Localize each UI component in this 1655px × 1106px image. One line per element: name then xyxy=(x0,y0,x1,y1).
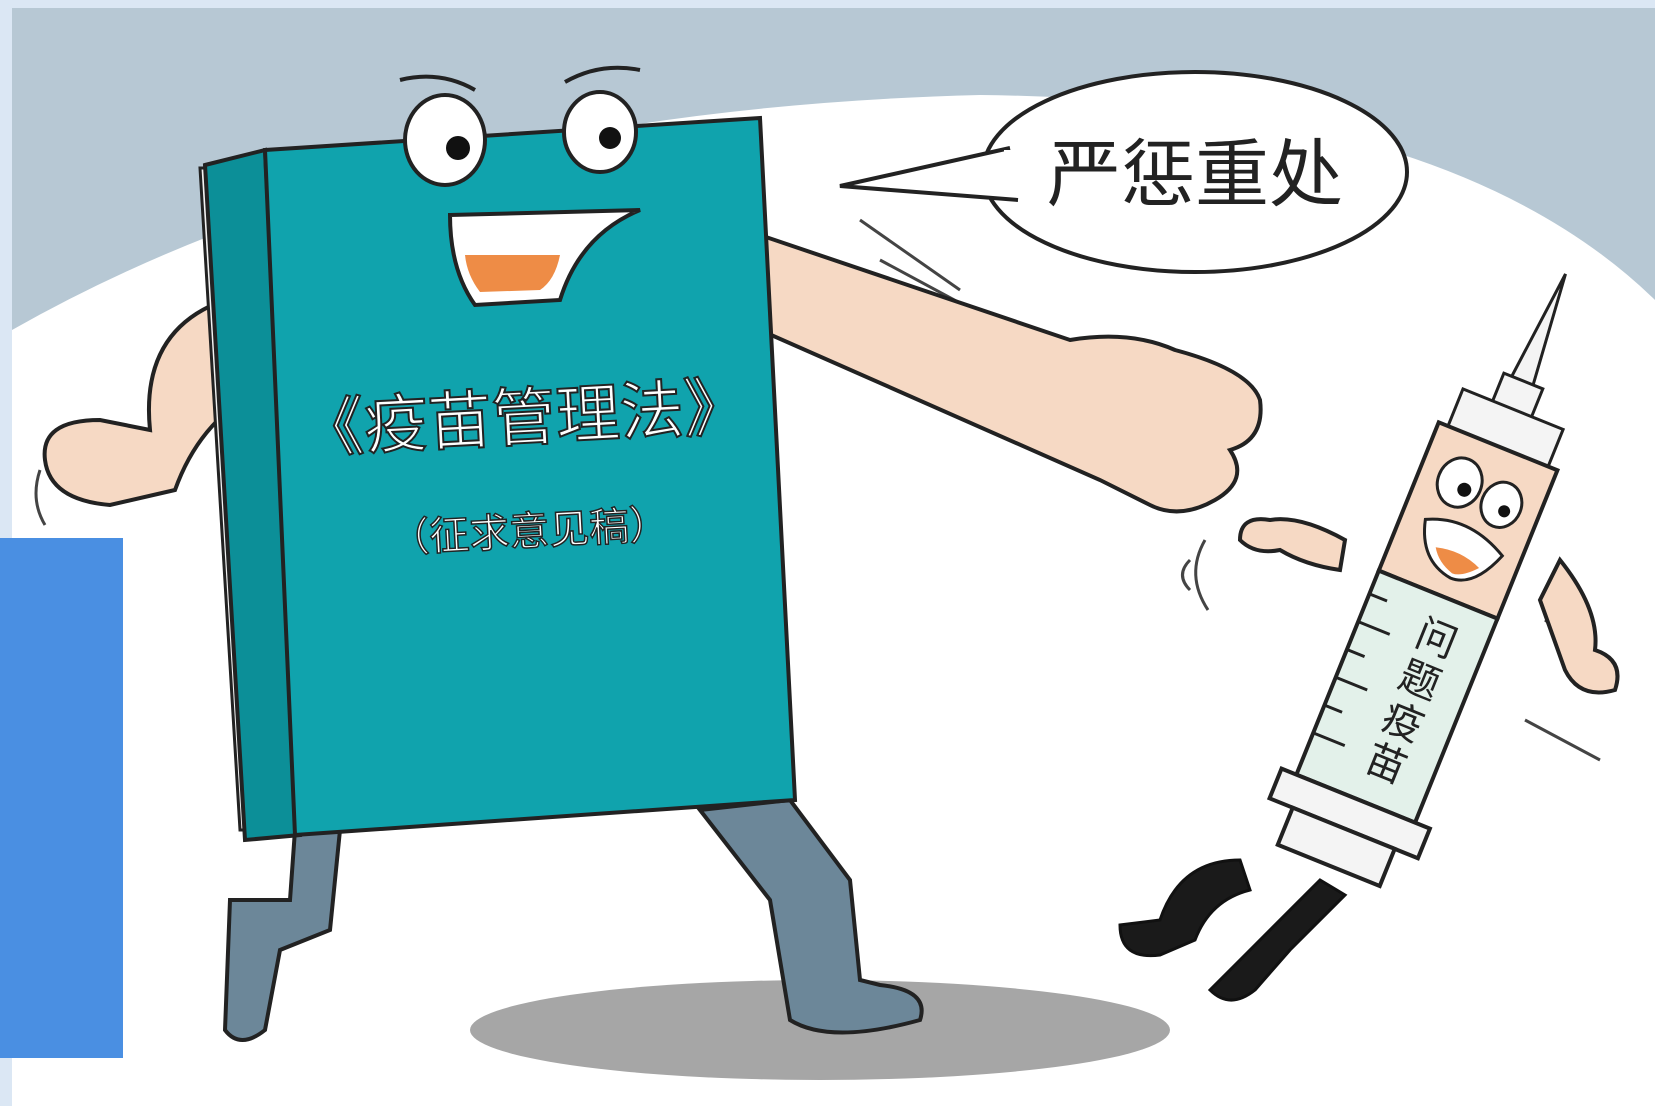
syringe-tongue xyxy=(1435,547,1480,575)
syringe-left-leg xyxy=(1118,858,1252,958)
syringe-right-arm xyxy=(1537,556,1620,695)
book-right-pupil xyxy=(599,127,621,149)
syringe-character: 问 题 疫 苗 xyxy=(1266,273,1567,889)
book-character: 《疫苗管理法》 （征求意见稿） xyxy=(42,65,1263,1042)
speech-bubble xyxy=(839,70,1409,274)
syringe-right-pupil xyxy=(1498,505,1511,518)
book-left-brow xyxy=(399,74,476,92)
book-left-arm xyxy=(42,297,263,508)
book-tongue xyxy=(465,255,560,292)
syringe-left-pupil xyxy=(1457,482,1472,497)
book-left-eye xyxy=(403,93,487,187)
syringe-left-eye xyxy=(1435,456,1484,509)
syringe-scale-marks xyxy=(1312,592,1391,748)
side-blue-panel xyxy=(0,538,123,1058)
syringe-right-leg xyxy=(1207,878,1348,1002)
book-left-pupil xyxy=(446,136,470,160)
book-left-leg xyxy=(222,828,343,1042)
speech-bubble-text: 严惩重处 xyxy=(1047,132,1343,218)
book-right-eye xyxy=(562,90,638,174)
syringe-left-arm xyxy=(1237,517,1348,573)
book-fist-arm xyxy=(758,232,1263,514)
book-right-brow xyxy=(564,65,641,84)
book-right-leg xyxy=(696,797,924,1035)
syringe-plunger xyxy=(1275,805,1398,889)
syringe-right-eye xyxy=(1479,480,1524,529)
